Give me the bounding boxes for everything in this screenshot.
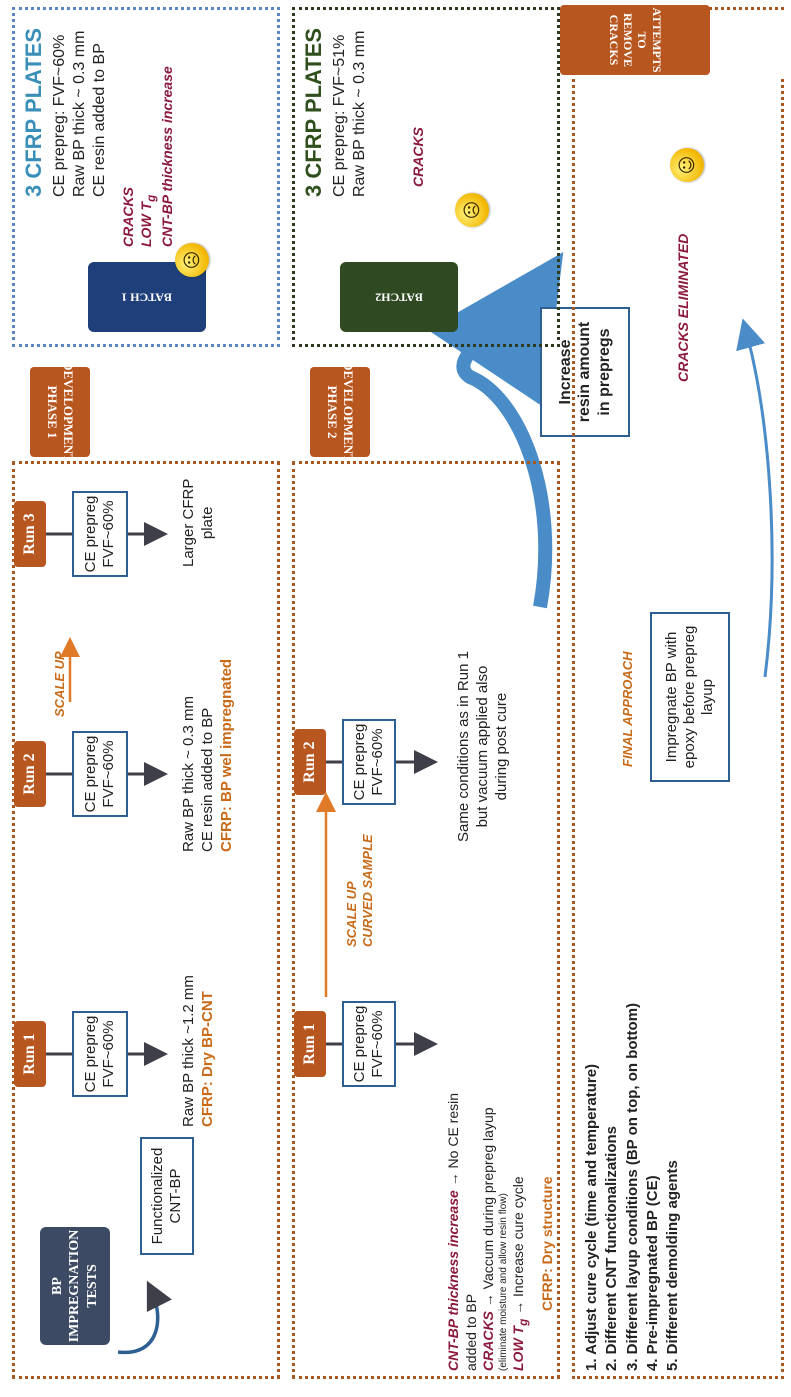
prepreg-line2: FVF~60% [100,740,117,808]
prepreg-line2: FVF~60% [369,1010,386,1078]
final-line2: epoxy before prepreg [681,625,698,769]
cnt-fix: No CE resin [445,1092,461,1169]
prepreg-line1: CE prepreg [82,495,99,573]
phase2-run2-text: Same conditions as in Run 1 but vacuum a… [455,651,511,842]
run3-text1: Larger CFRP [180,478,197,567]
final-curved-arrow [736,318,774,678]
circular-arrow [117,1280,172,1355]
attempts-label-3: CRACKS [606,14,621,66]
p2-run2-text3: during post cure [492,692,510,801]
phase2-label-line1: DEVELOPMENT [340,361,356,463]
run3-text2: plate [198,506,216,540]
blue-curved-arrow [427,252,564,609]
prepreg-line2: FVF~60% [100,500,117,568]
prepreg-line2: FVF~60% [369,728,386,796]
prepreg-line1: CE prepreg [82,1015,99,1093]
batch1-issue2-sub: g [144,194,158,202]
attempt-item: 5. Different demolding agents [664,1160,681,1371]
scale-up-curved-label: SCALE UP CURVED SAMPLE [344,834,377,947]
phase2-run1-issues: CNT-BP thickness increase → No CE resin … [445,1093,557,1371]
phase1-label-line2: PHASE 1 [45,385,60,439]
phase1-run3-text: Larger CFRP plate [180,479,218,567]
batch1-line3: CE resin added to BP [91,43,108,197]
batch1-line2: Raw BP thick ~ 0.3 mm [71,30,88,197]
batch2-line1: CE prepreg: FVF~51% [331,34,348,197]
scale-line1: SCALE UP [344,881,359,947]
run1-text2: CFRP: Dry BP-CNT [198,991,216,1127]
phase1-run1: Run 1 [14,1021,46,1087]
batch2-details: CE prepreg: FVF~51% Raw BP thick ~ 0.3 m… [330,31,370,197]
prepreg-line1: CE prepreg [351,1005,368,1083]
prepreg-line1: CE prepreg [82,735,99,813]
cnt-fix2: added to BP [462,1293,479,1371]
lowtg-sub: g [516,1318,530,1326]
phase1-run1-prepreg: CE prepreg FVF~60% [72,1011,128,1097]
lowtg-fix: Increase cure cycle [510,1176,526,1297]
cracks-eliminated: CRACKS ELIMINATED [675,233,691,382]
attempt-item: 4. Pre-impregnated BP (CE) [643,1175,661,1371]
attempt-item: 1. Adjust cure cycle (time and temperatu… [583,1063,600,1371]
batch1-issue3: CNT-BP thickness increase [158,66,175,247]
final-approach-label: FINAL APPROACH [620,651,635,767]
p2-run2-text1: Same conditions as in Run 1 [455,651,472,842]
batch1-line1: CE prepreg: FVF~60% [51,34,68,197]
attempts-label-2: REMOVE [621,13,635,67]
run2-text1: Raw BP thick ~ 0.3 mm [180,695,197,852]
phase1-run3-prepreg: CE prepreg FVF~60% [72,491,128,577]
batch2-line2: Raw BP thick ~ 0.3 mm [351,30,368,197]
phase2-label-line2: PHASE 2 [325,385,340,439]
attempt-item: 2. Different CNT functionalizations [603,1125,621,1371]
attempts-label-1: ATTEMPTS TO [635,7,664,73]
sad-face-icon: ☹ [455,193,489,227]
batch2-label: BATCH2 [340,262,458,332]
cracks-issue: CRACKS [480,1311,496,1371]
run2-text3: CFRP: BP wel impregnated [217,658,235,852]
cnt-issue: CNT-BP thickness increase [445,1190,461,1371]
arrow-icon: → [510,1300,526,1315]
sad-face-icon: ☹ [175,243,209,277]
lowtg-issue: LOW T [510,1325,526,1371]
cracks-note: (eliminate moisture and allow resin flow… [497,1193,509,1371]
scale-up-label: SCALE UP [52,651,67,717]
final-approach-box: Impregnate BP with epoxy before prepreg … [650,612,730,782]
scale-line2: CURVED SAMPLE [360,834,376,947]
attempts-list: 1. Adjust cure cycle (time and temperatu… [582,1003,683,1371]
batch1-issue2: LOW T [137,201,154,247]
run1-text1: Raw BP thick ~1.2 mm [180,975,197,1127]
attempts-label: ATTEMPTS TO REMOVE CRACKS [560,5,710,75]
phase1-frame [12,461,280,1379]
cracks-fix: Vaccum during prepreg layup [480,1107,496,1290]
arrow-icon: → [480,1293,496,1308]
prepreg-line1: CE prepreg [351,723,368,801]
phase1-run2: Run 2 [14,741,46,807]
phase2-run1: Run 1 [294,1011,326,1077]
run2-text2: CE resin added to BP [198,707,216,852]
happy-face-icon: ☺ [670,148,704,182]
batch1-details: CE prepreg: FVF~60% Raw BP thick ~ 0.3 m… [50,31,110,197]
final-line3: layup [699,679,716,715]
batch1-title: 3 CFRP PLATES [21,27,46,197]
phase1-run2-text: Raw BP thick ~ 0.3 mm CE resin added to … [180,659,236,852]
phase1-run3: Run 3 [14,501,46,567]
batch2-title: 3 CFRP PLATES [301,27,326,197]
batch1-issues: CRACKS LOW Tg CNT-BP thickness increase [120,66,176,247]
phase1-label-line1: DEVELOPMENT [60,361,76,463]
batch1-issue1: CRACKS [120,187,136,247]
phase1-label: DEVELOPMENT PHASE 1 [30,361,90,463]
attempt-item: 3. Different layup conditions (BP on top… [623,1002,641,1371]
arrow-icon: → [445,1172,461,1187]
phase2-run2-prepreg: CE prepreg FVF~60% [342,719,396,805]
batch2-issue: CRACKS [410,127,426,187]
final-line1: Impregnate BP with [663,631,680,763]
phase2-label: DEVELOPMENT PHASE 2 [310,361,370,463]
phase1-run1-text: Raw BP thick ~1.2 mm CFRP: Dry BP-CNT [180,975,218,1127]
phase2-run2: Run 2 [294,729,326,795]
phase2-result: CFRP: Dry structure [539,1176,556,1311]
p2-run2-text2: but vacuum applied also [473,665,491,828]
prepreg-line2: FVF~60% [100,1020,117,1088]
phase2-run1-prepreg: CE prepreg FVF~60% [342,1001,396,1087]
phase1-run2-prepreg: CE prepreg FVF~60% [72,731,128,817]
